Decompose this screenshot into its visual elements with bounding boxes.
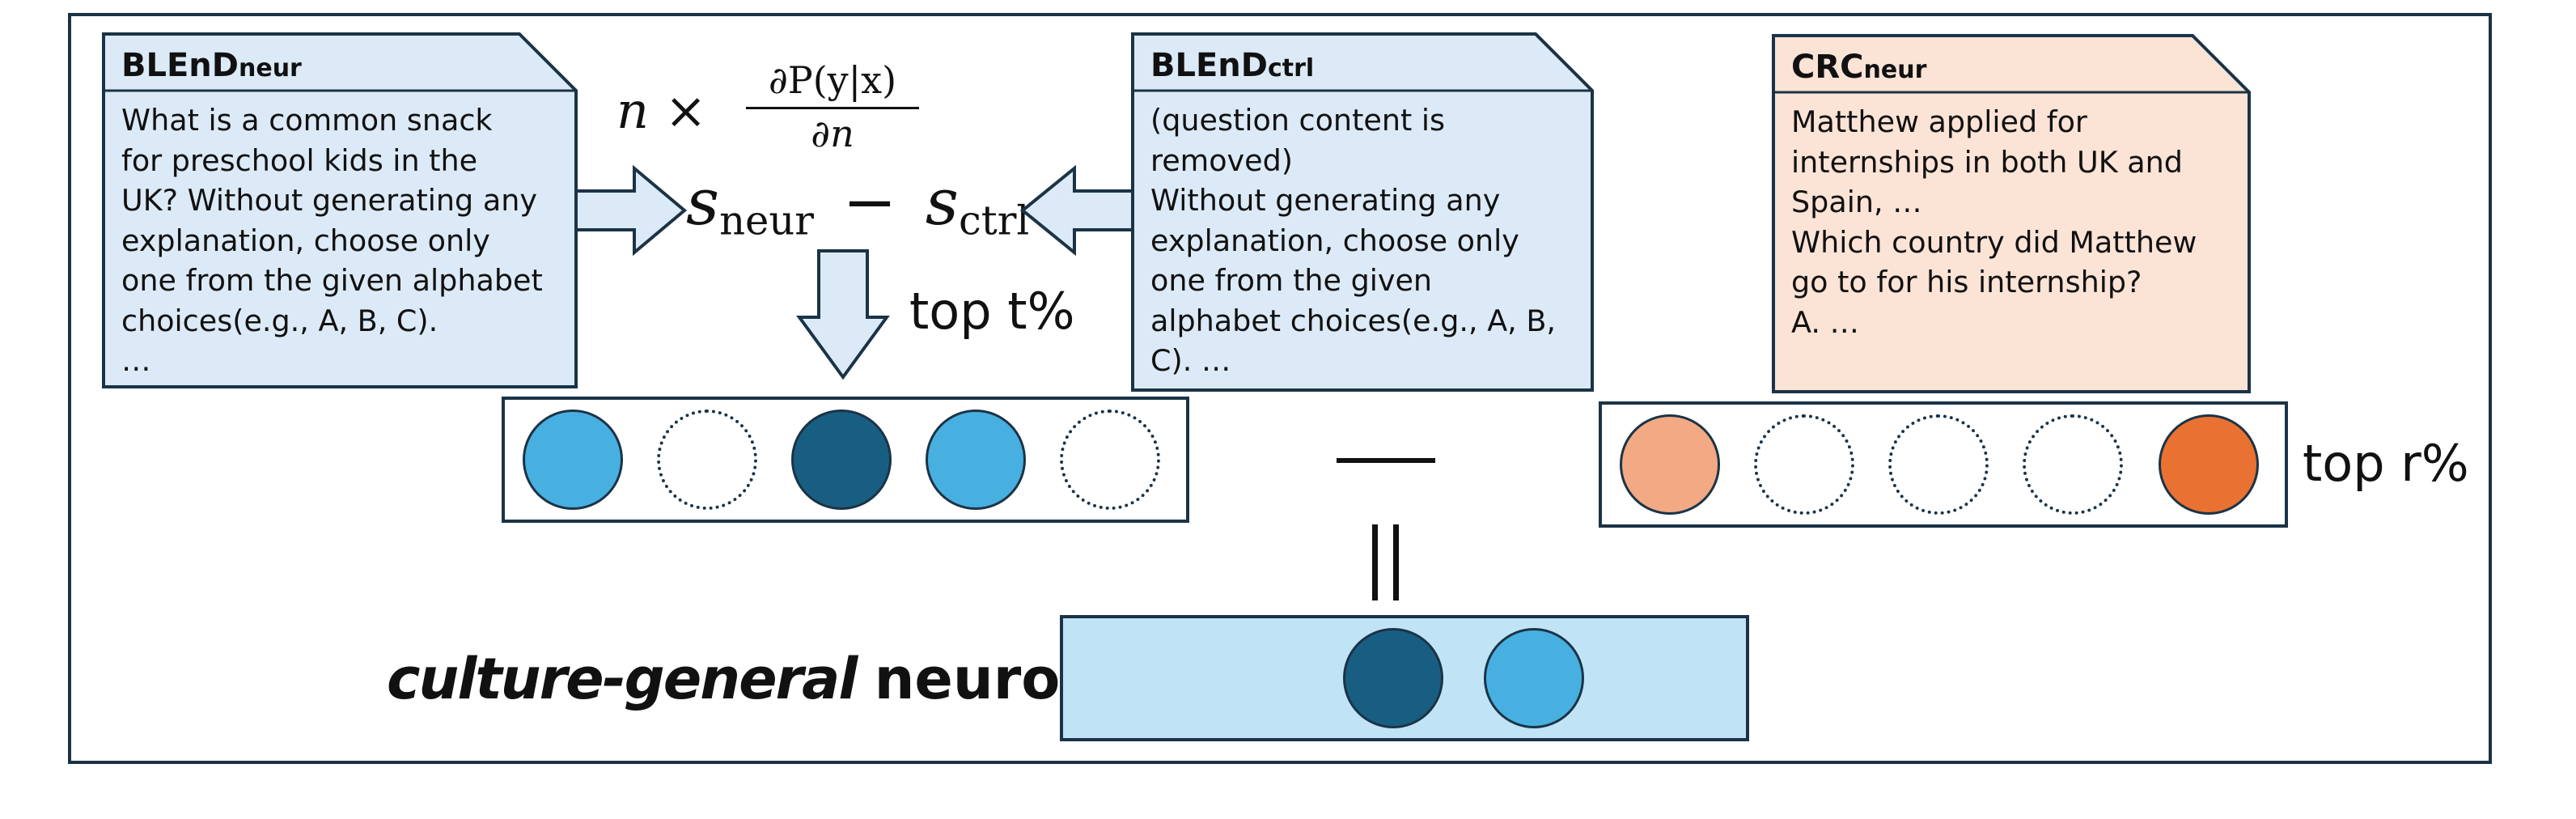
crc-neur-body: Matthew applied for internships in both … — [1791, 104, 2197, 340]
neuron-empty — [1060, 410, 1160, 510]
gradient-numerator: ∂P(y|x) — [768, 58, 897, 102]
minus-operator — [1337, 458, 1435, 463]
neuron-empty — [2023, 414, 2123, 515]
top-r-label: top r% — [2303, 434, 2469, 493]
down-arrow-icon — [796, 249, 890, 380]
blend-ctrl-body: (question content is removed) Without ge… — [1150, 103, 1557, 378]
score-difference-formula: sneur − sctrl — [686, 162, 1029, 261]
neuron-empty — [1888, 414, 1989, 515]
blend-ctrl-box-shape — [1131, 32, 1594, 392]
left-arrow-icon — [1019, 164, 1134, 257]
score-ctrl-sub: ctrl — [958, 197, 1030, 244]
score-ctrl-base: s — [925, 164, 959, 240]
gradient-formula: n × ∂P(y|x) ∂n — [616, 58, 924, 155]
top-t-label: top t% — [909, 282, 1075, 341]
fraction-bar — [746, 107, 919, 109]
blend-neur-title-main: BLEnD — [121, 47, 239, 84]
blend-neur-body: What is a common snack for preschool kid… — [121, 103, 543, 378]
blend-neur-prompt-box: BLEnDneur What is a common snack for pre… — [102, 32, 578, 388]
neuron-empty — [1754, 414, 1854, 515]
blend-neur-title-sub: neur — [238, 54, 302, 83]
blend-ctrl-title-sub: ctrl — [1267, 54, 1315, 83]
score-neur-sub: neur — [719, 197, 815, 244]
culture-general-neuron-bar — [1060, 615, 1749, 741]
crc-neur-prompt-box: CRCneur Matthew applied for internships … — [1772, 34, 2251, 393]
blend-neuron-bar — [502, 397, 1189, 523]
blend-ctrl-prompt-box: BLEnDctrl (question content is removed) … — [1131, 32, 1594, 392]
neuron-light-blue — [523, 410, 623, 510]
gradient-prefix: n × — [616, 81, 707, 140]
neuron-dark-blue — [791, 410, 892, 510]
crc-neur-title-main: CRC — [1791, 49, 1864, 86]
blend-ctrl-title-main: BLEnD — [1150, 47, 1268, 84]
neuron-empty — [657, 410, 757, 510]
score-minus: − — [842, 164, 897, 240]
crc-neur-title: CRCneur — [1791, 49, 1926, 86]
crc-neur-box-shape — [1772, 34, 2251, 393]
neuron-light-blue — [1484, 628, 1584, 728]
neuron-orange — [2159, 414, 2259, 515]
neuron-light-orange — [1620, 414, 1720, 515]
diagram-frame — [68, 13, 2492, 764]
crc-neur-title-sub: neur — [1863, 56, 1927, 84]
neuron-light-blue — [926, 410, 1026, 510]
equals-operator — [1369, 524, 1403, 600]
culture-general-neuron-label: culture-general neuron — [387, 646, 1100, 712]
right-arrow-icon — [574, 164, 688, 257]
gradient-denominator: ∂n — [811, 112, 854, 155]
neuron-dark-blue — [1343, 628, 1443, 728]
blend-ctrl-title: BLEnDctrl — [1150, 47, 1314, 84]
blend-neur-box-shape — [102, 32, 578, 388]
culture-general-italic: culture-general — [387, 646, 858, 712]
crc-neuron-bar — [1599, 401, 2288, 528]
blend-neur-title: BLEnDneur — [121, 47, 302, 84]
score-neur-base: s — [686, 164, 720, 240]
